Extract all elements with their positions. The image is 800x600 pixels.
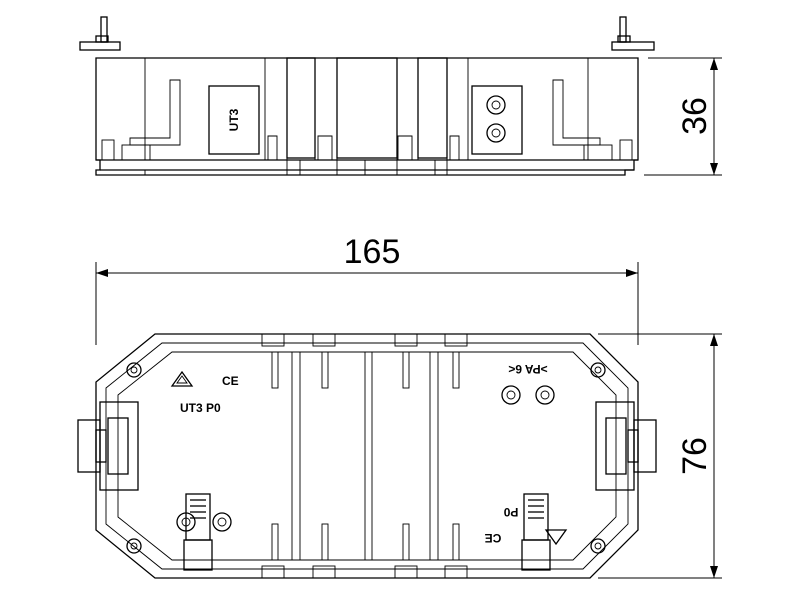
model-label: UT3 P0 [180,401,221,415]
pa-label: >PA 6< [508,362,547,376]
side-terminal-block [471,85,523,155]
ce-mark-rotated: CE [485,531,502,545]
upper-right-terminals [501,385,555,405]
lower-right-clamp [521,493,551,571]
compartment-walls [291,352,439,560]
side-label-text: UT3 [227,108,241,131]
width-dimension: 76 [598,333,722,579]
lower-left-terminals [176,512,232,532]
length-dimension-label: 165 [344,233,401,271]
height-dimension-label: 36 [676,97,714,135]
outer-frame [95,333,639,579]
side-view: UT3 36 [79,16,722,176]
length-dimension: 165 [95,233,639,345]
side-raised-blocks [286,57,448,159]
p0-label: P0 [503,505,518,519]
left-top-clip [79,16,121,51]
lower-left-clamp [183,493,213,571]
ce-mark: CE [222,374,239,388]
side-slots [267,135,460,160]
width-dimension-label: 76 [676,437,714,475]
edge-tabs [261,333,468,579]
certification-triangle-icon [170,370,194,387]
corner-screws [126,362,606,554]
right-top-clip [611,16,655,51]
left-latch [77,401,139,491]
slot-marks [271,351,460,561]
side-label-box [208,85,260,155]
right-latch [595,401,657,491]
height-dimension: 36 [644,57,722,176]
certification-triangle-icon-rotated [544,529,568,546]
side-brackets [101,79,633,161]
top-view: CE UT3 P0 >PA 6< P [77,333,722,579]
